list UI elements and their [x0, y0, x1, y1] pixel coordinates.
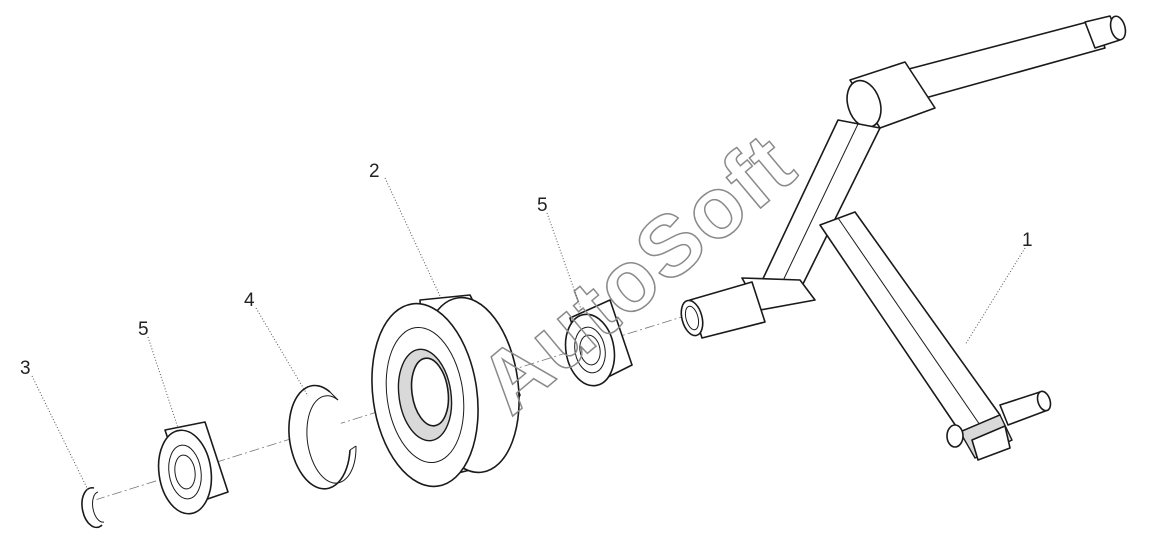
bearing-left — [157, 421, 229, 515]
callout-5-right: 5 — [537, 195, 548, 216]
callout-5-left: 5 — [138, 319, 149, 340]
callout-1: 1 — [1022, 230, 1033, 251]
leader-line-5-left — [147, 336, 179, 429]
callout-2: 2 — [369, 161, 380, 182]
callout-4: 4 — [244, 290, 255, 311]
pulley-roller — [371, 294, 521, 488]
watermark-text: AutoSoft — [461, 115, 813, 432]
leader-line-1 — [964, 247, 1026, 346]
bracket-arm-assembly — [680, 15, 1127, 461]
callout-3: 3 — [20, 358, 31, 379]
leader-line-5-right — [546, 212, 583, 313]
bearing-right — [564, 299, 633, 387]
leader-line-3 — [31, 375, 89, 491]
leader-line-2 — [384, 177, 441, 297]
leader-line-4 — [255, 307, 309, 397]
retaining-ring-small — [81, 486, 105, 529]
snap-ring-large — [288, 384, 357, 490]
